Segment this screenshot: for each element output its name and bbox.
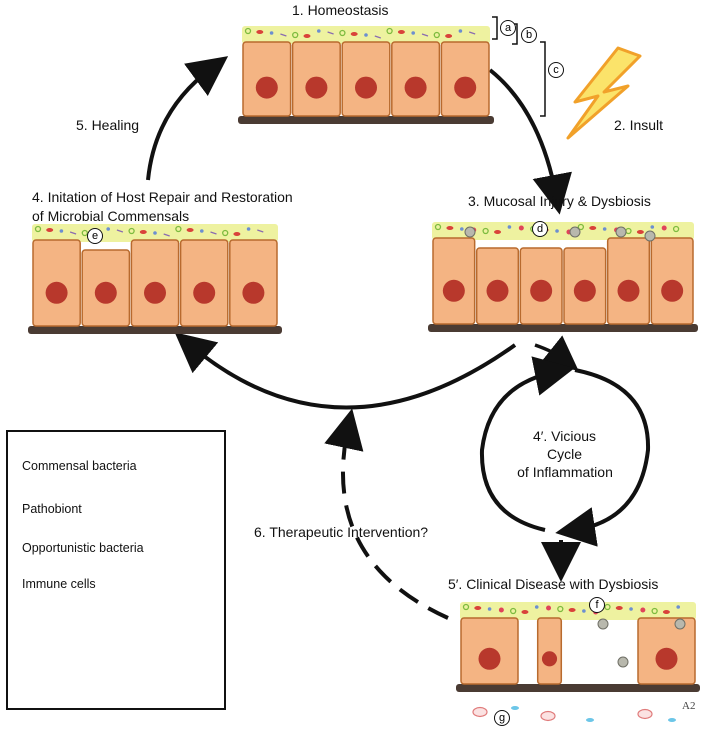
- arrow-healing-to-homeostasis: [146, 56, 229, 181]
- vicious-cycle-arrow-right: [555, 368, 651, 547]
- marker-e: e: [87, 228, 103, 244]
- label-homeostasis: 1. Homeostasis: [292, 2, 389, 18]
- panel-host-repair: [28, 224, 282, 334]
- marker-d: d: [532, 221, 548, 237]
- marker-b: b: [521, 27, 537, 43]
- legend-label-commensal: Commensal bacteria: [22, 459, 137, 473]
- panel-homeostasis: [238, 26, 494, 124]
- label-repair-line2: of Microbial Commensals: [32, 208, 190, 224]
- marker-c: c: [548, 62, 564, 78]
- panel-clinical-disease: [456, 602, 700, 692]
- released-cells-clinical: [472, 706, 676, 722]
- label-repair-line1: 4. Initation of Host Repair and Restorat…: [32, 189, 293, 205]
- panel-mucosal-injury: [428, 222, 698, 332]
- label-vicious-line3: of Inflammation: [517, 464, 613, 480]
- arrow-therapeutic-intervention: [324, 408, 449, 620]
- marker-a: a: [500, 20, 516, 36]
- label-injury: 3. Mucosal Injury & Dysbiosis: [468, 193, 651, 209]
- label-healing: 5. Healing: [76, 117, 140, 133]
- legend-label-opportunistic: Opportunistic bacteria: [22, 541, 144, 555]
- label-insult: 2. Insult: [614, 117, 664, 133]
- legend-box: Commensal bacteria Pathobiont Opportunis…: [6, 430, 226, 710]
- artist-signature: A2: [682, 700, 696, 712]
- label-therapeutic: 6. Therapeutic Intervention?: [254, 524, 429, 540]
- label-vicious-line2: Cycle: [546, 446, 582, 462]
- bracket-a: [492, 16, 498, 40]
- label-vicious-line1: 4′. Vicious: [532, 428, 597, 444]
- vicious-cycle-arrow-left: [479, 356, 575, 532]
- marker-f: f: [589, 597, 605, 613]
- arrow-injury-to-repair: [174, 332, 517, 410]
- bracket-c: [540, 41, 546, 117]
- arrow-homeostasis-to-injury: [488, 68, 572, 215]
- legend-label-immune: Immune cells: [22, 577, 96, 591]
- legend-label-pathobiont: Pathobiont: [22, 502, 82, 516]
- marker-g: g: [494, 710, 510, 726]
- lightning-bolt-icon: [566, 46, 642, 140]
- label-clinical: 5′. Clinical Disease with Dysbiosis: [448, 576, 659, 592]
- arrow-injury-into-cycle: [534, 335, 579, 371]
